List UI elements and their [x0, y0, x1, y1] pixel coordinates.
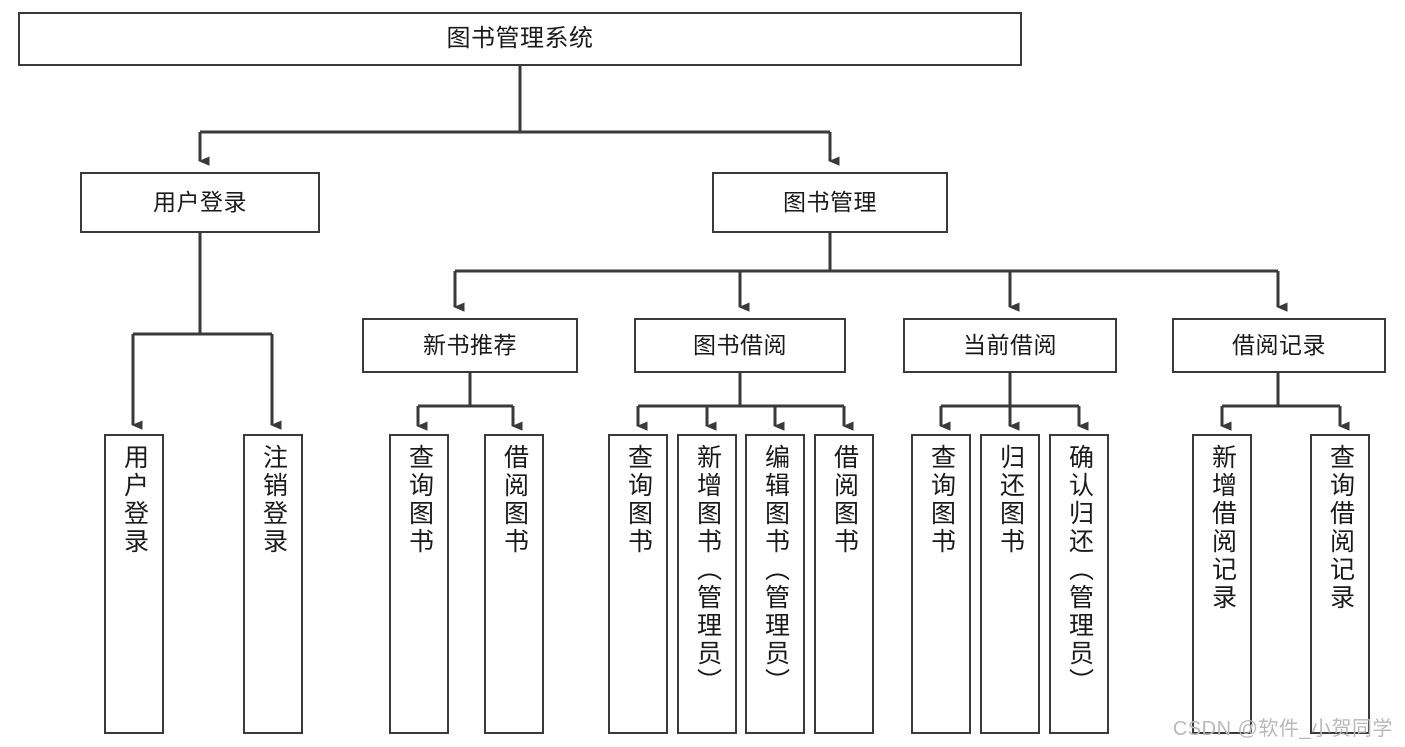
node-leaf-confirm-return-label: 确认归还（管理员）: [1065, 444, 1094, 696]
node-leaf-query-book-1-label: 查询图书: [405, 444, 434, 556]
node-leaf-borrow-book-2-label: 借阅图书: [830, 444, 859, 556]
node-root-label: 图书管理系统: [446, 25, 594, 53]
node-borrow-record[interactable]: 借阅记录: [1172, 318, 1386, 373]
node-leaf-return-book-label: 归还图书: [996, 444, 1025, 556]
node-book-borrow-label: 图书借阅: [693, 332, 787, 359]
node-leaf-borrow-book-1-label: 借阅图书: [500, 444, 529, 556]
node-leaf-user-login-label: 用户登录: [120, 444, 149, 556]
node-leaf-borrow-book-2[interactable]: 借阅图书: [814, 434, 874, 734]
node-current-borrow-label: 当前借阅: [963, 332, 1057, 359]
node-leaf-edit-book[interactable]: 编辑图书（管理员）: [745, 434, 805, 734]
node-new-book-recommend[interactable]: 新书推荐: [362, 318, 578, 373]
node-leaf-query-record[interactable]: 查询借阅记录: [1310, 434, 1370, 734]
node-leaf-query-book-3-label: 查询图书: [927, 444, 956, 556]
node-leaf-add-book-label: 新增图书（管理员）: [693, 444, 722, 696]
node-leaf-query-book-3[interactable]: 查询图书: [911, 434, 971, 734]
node-user-login-label: 用户登录: [153, 189, 247, 216]
node-leaf-query-book-2[interactable]: 查询图书: [608, 434, 668, 734]
node-leaf-add-book[interactable]: 新增图书（管理员）: [677, 434, 737, 734]
node-user-login[interactable]: 用户登录: [80, 172, 320, 233]
node-leaf-borrow-book-1[interactable]: 借阅图书: [484, 434, 544, 734]
node-book-management[interactable]: 图书管理: [712, 172, 948, 233]
node-leaf-return-book[interactable]: 归还图书: [980, 434, 1040, 734]
node-leaf-add-record[interactable]: 新增借阅记录: [1192, 434, 1252, 734]
node-book-borrow[interactable]: 图书借阅: [634, 318, 846, 373]
node-leaf-add-record-label: 新增借阅记录: [1208, 444, 1237, 612]
node-borrow-record-label: 借阅记录: [1232, 332, 1326, 359]
node-new-book-recommend-label: 新书推荐: [423, 332, 517, 359]
node-leaf-query-record-label: 查询借阅记录: [1326, 444, 1355, 612]
node-book-management-label: 图书管理: [783, 189, 877, 216]
watermark-text: CSDN @软件_小贺同学: [1172, 718, 1393, 740]
node-leaf-confirm-return[interactable]: 确认归还（管理员）: [1049, 434, 1109, 734]
node-leaf-query-book-1[interactable]: 查询图书: [389, 434, 449, 734]
node-root[interactable]: 图书管理系统: [18, 12, 1022, 66]
node-leaf-user-logout[interactable]: 注销登录: [243, 434, 303, 734]
node-leaf-edit-book-label: 编辑图书（管理员）: [761, 444, 790, 696]
node-leaf-user-logout-label: 注销登录: [259, 444, 288, 556]
node-leaf-query-book-2-label: 查询图书: [624, 444, 653, 556]
node-leaf-user-login[interactable]: 用户登录: [104, 434, 164, 734]
node-current-borrow[interactable]: 当前借阅: [903, 318, 1117, 373]
